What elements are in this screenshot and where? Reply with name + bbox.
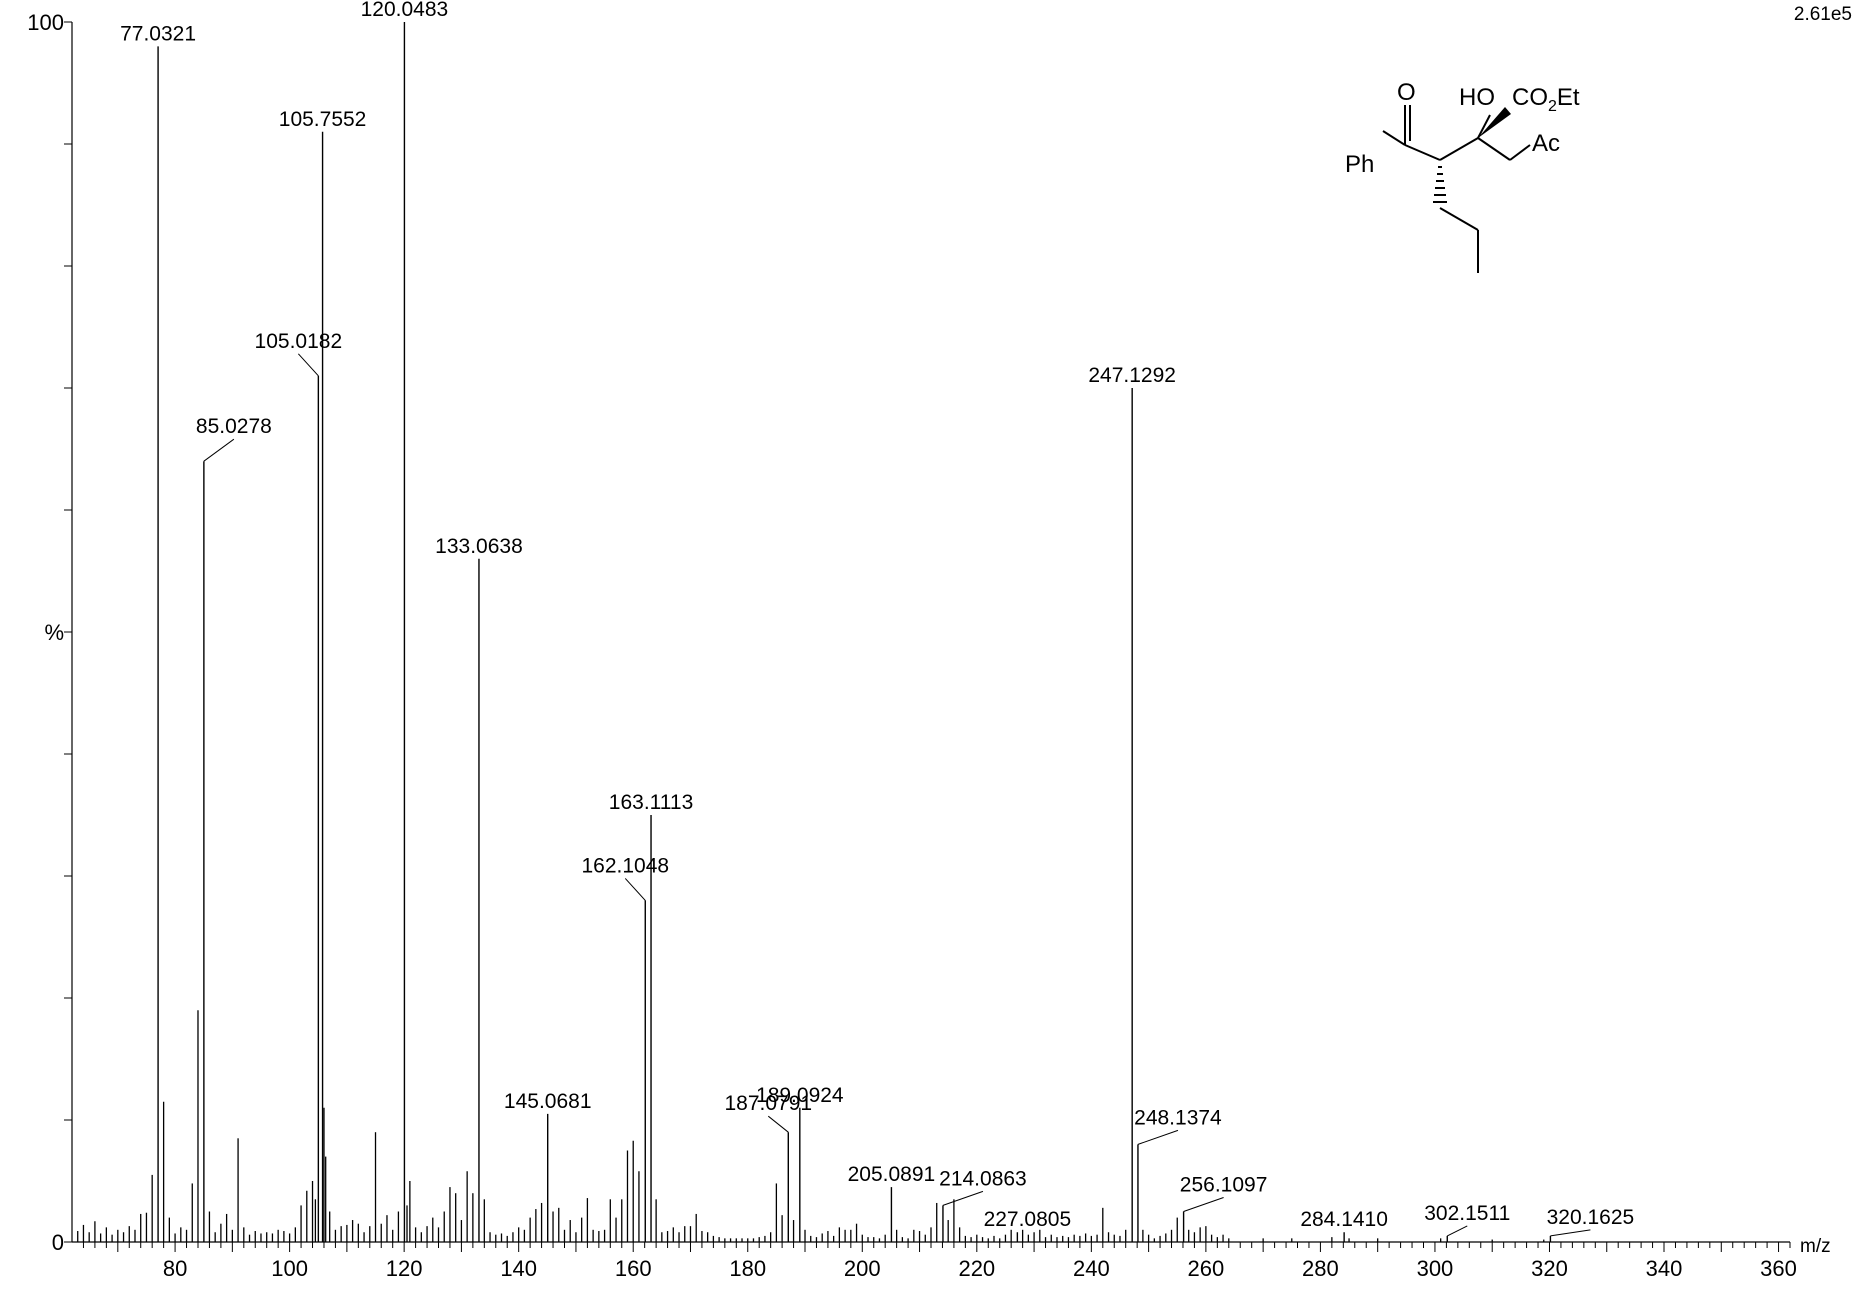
peak-leader xyxy=(1550,1229,1591,1237)
bond xyxy=(1477,137,1511,161)
bond xyxy=(1509,144,1531,161)
peak-label: 162.1048 xyxy=(581,854,669,877)
bond xyxy=(1439,207,1479,231)
chemical-structure xyxy=(1382,105,1531,273)
peak-label: 227.0805 xyxy=(984,1208,1072,1231)
peak-label: 133.0638 xyxy=(435,535,523,558)
x-tick-label: 80 xyxy=(163,1256,187,1281)
labeled-peak-series: 77.0321 85.0278 105.0182 105.7552 120.0483 13… xyxy=(120,0,1634,1242)
peak-label: 214.0863 xyxy=(939,1167,1027,1190)
x-tick-label: 340 xyxy=(1646,1256,1683,1281)
y-tick-label: 100 xyxy=(27,10,64,35)
x-tick-label: 360 xyxy=(1760,1256,1797,1281)
peak-label: 145.0681 xyxy=(504,1090,592,1113)
peak-label: 284.1410 xyxy=(1300,1208,1388,1231)
peak-label: 189.0924 xyxy=(756,1084,844,1107)
peak-leader xyxy=(1183,1197,1224,1212)
peak-label: 163.1113 xyxy=(609,791,693,814)
bond xyxy=(1382,130,1406,146)
peak-label: 77.0321 xyxy=(120,22,196,45)
peak-label: 247.1292 xyxy=(1088,364,1176,387)
peak-label: 105.7552 xyxy=(279,108,367,131)
peak-label: 256.1097 xyxy=(1180,1174,1268,1197)
structure-label-co2et: CO2Et xyxy=(1512,84,1580,115)
peak-label: 205.0891 xyxy=(848,1163,936,1186)
x-tick-label: 320 xyxy=(1531,1256,1568,1281)
peak-leader xyxy=(1447,1225,1468,1237)
x-tick-label: 220 xyxy=(958,1256,995,1281)
y-tick-label: 0 xyxy=(52,1230,64,1255)
x-tick-label: 180 xyxy=(729,1256,766,1281)
x-tick-label: 140 xyxy=(500,1256,537,1281)
structure-labels: Ph O HO CO2Et Ac xyxy=(1345,79,1580,178)
x-tick-label: 240 xyxy=(1073,1256,1110,1281)
x-tick-label: 260 xyxy=(1188,1256,1225,1281)
x-tick-label: 200 xyxy=(844,1256,881,1281)
peak-label: 187.0791 xyxy=(724,1092,812,1115)
bond xyxy=(1477,114,1491,139)
peak-label: 85.0278 xyxy=(196,415,272,438)
bond xyxy=(1404,144,1441,161)
x-tick-label: 300 xyxy=(1417,1256,1454,1281)
structure-label-ac: Ac xyxy=(1532,130,1560,157)
peak-label: 248.1374 xyxy=(1134,1106,1222,1129)
wedge-bond xyxy=(1478,107,1511,138)
hashed-bond xyxy=(1433,166,1447,203)
peak-leader xyxy=(942,1190,984,1206)
peak-leader xyxy=(1137,1129,1179,1145)
x-tick-label: 160 xyxy=(615,1256,652,1281)
x-tick-label: 120 xyxy=(386,1256,423,1281)
structure-label-o: O xyxy=(1397,79,1416,106)
structure-label-ho: HO xyxy=(1459,84,1495,111)
x-tick-label: 280 xyxy=(1302,1256,1339,1281)
peak-leader xyxy=(767,1115,789,1133)
scale-factor-label: 2.61e5 xyxy=(1794,4,1852,25)
x-axis-ticks: 80 100 120 140 160 180 200 220 240 260 280 300 320 34… xyxy=(82,1242,1797,1281)
peak-leader xyxy=(624,878,646,901)
peak-label: 320.1625 xyxy=(1547,1206,1635,1229)
peak-label: 105.0182 xyxy=(255,330,343,353)
structure-label-ph: Ph xyxy=(1345,151,1374,178)
minor-peak-series xyxy=(77,1010,1545,1242)
x-tick-label: 100 xyxy=(271,1256,308,1281)
peak-label: 120.0483 xyxy=(361,0,449,21)
peak-label: 302.1511 xyxy=(1424,1202,1510,1225)
peak-leader xyxy=(297,353,319,377)
bond xyxy=(1439,137,1479,161)
y-tick-label: % xyxy=(44,620,64,645)
peak-leader xyxy=(203,438,235,462)
y-axis-ticks: 0% 100 xyxy=(27,10,72,1255)
x-axis-label: m/z xyxy=(1800,1236,1831,1257)
